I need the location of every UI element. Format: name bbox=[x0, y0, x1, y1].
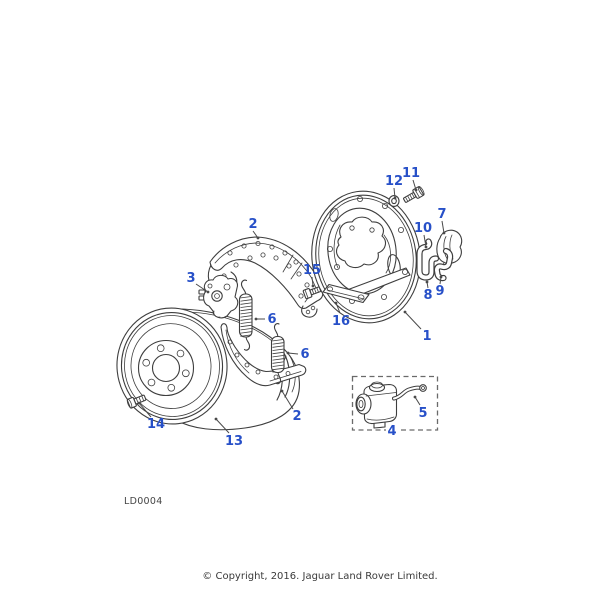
callout-number-6: 6 bbox=[300, 347, 309, 362]
leader-line bbox=[281, 390, 294, 410]
leader-dot bbox=[413, 395, 417, 399]
backing-plate-drawing bbox=[311, 190, 421, 324]
leader-line bbox=[138, 402, 152, 418]
leader-line bbox=[393, 187, 396, 199]
return-spring-b-drawing bbox=[270, 323, 285, 385]
leader-line bbox=[412, 179, 417, 191]
callout-number-11: 11 bbox=[402, 166, 420, 181]
leader-line bbox=[404, 311, 422, 330]
callout-number-2: 2 bbox=[248, 217, 257, 232]
leader-line bbox=[287, 352, 299, 355]
washer-drawing bbox=[388, 195, 400, 207]
leader-line bbox=[195, 283, 209, 293]
leader-line bbox=[414, 396, 421, 406]
adjuster-assembly-drawing bbox=[198, 274, 239, 319]
leader-dot bbox=[414, 188, 418, 192]
callout-label-background bbox=[386, 424, 398, 437]
drum-hub bbox=[137, 339, 195, 397]
callout-number-15: 15 bbox=[303, 263, 321, 278]
callout-number-12: 12 bbox=[385, 174, 403, 189]
leader-dot bbox=[425, 280, 429, 284]
leader-line bbox=[215, 418, 230, 434]
leader-dot bbox=[280, 389, 284, 393]
leader-dot bbox=[214, 417, 218, 421]
parking-lever-drawing bbox=[322, 267, 411, 304]
return-spring-a-drawing bbox=[238, 279, 253, 351]
callout-number-9: 9 bbox=[435, 284, 444, 299]
leader-line bbox=[311, 276, 314, 287]
callout-number-16: 16 bbox=[332, 314, 350, 329]
fixing-bolt-drawing bbox=[403, 186, 425, 203]
callout-number-7: 7 bbox=[437, 207, 446, 222]
leader-dot bbox=[286, 351, 290, 355]
leader-dot bbox=[137, 401, 141, 405]
copyright-text: © Copyright, 2016. Jaguar Land Rover Lim… bbox=[202, 571, 438, 582]
diagram-code: LD0004 bbox=[124, 496, 163, 507]
leader-dot bbox=[254, 317, 258, 321]
leader-dot bbox=[256, 236, 260, 240]
leader-dot bbox=[311, 284, 315, 288]
callout-number-1: 1 bbox=[422, 329, 431, 344]
callout-number-5: 5 bbox=[418, 406, 427, 421]
callout-number-2: 2 bbox=[292, 409, 301, 424]
leader-dot bbox=[442, 231, 446, 235]
brake-shoe-upper-drawing bbox=[207, 236, 324, 318]
leader-dot bbox=[439, 275, 443, 279]
leader-line bbox=[441, 220, 445, 234]
leader-line bbox=[335, 302, 341, 314]
leader-dot bbox=[206, 290, 210, 294]
retaining-pad-drawing bbox=[436, 229, 463, 268]
spring-clip-right-drawing bbox=[433, 247, 454, 282]
leader-dot bbox=[403, 310, 407, 314]
callout-number-14: 14 bbox=[147, 417, 165, 432]
callout-number-8: 8 bbox=[423, 288, 432, 303]
brake-hose-drawing bbox=[392, 384, 427, 401]
leader-line bbox=[252, 230, 259, 239]
callout-number-4: 4 bbox=[387, 424, 396, 439]
leader-dot bbox=[334, 301, 338, 305]
leader-dot bbox=[393, 196, 397, 200]
callout-number-3: 3 bbox=[186, 271, 195, 286]
callout-number-13: 13 bbox=[225, 434, 243, 449]
wheel-cylinder-drawing bbox=[355, 381, 398, 429]
callout-number-10: 10 bbox=[414, 221, 432, 236]
spring-clip-left-drawing bbox=[416, 238, 440, 281]
leader-dot bbox=[424, 245, 428, 249]
leader-line bbox=[423, 234, 427, 248]
drum-retaining-screw-drawing bbox=[126, 394, 147, 409]
callout-number-6: 6 bbox=[267, 312, 276, 327]
